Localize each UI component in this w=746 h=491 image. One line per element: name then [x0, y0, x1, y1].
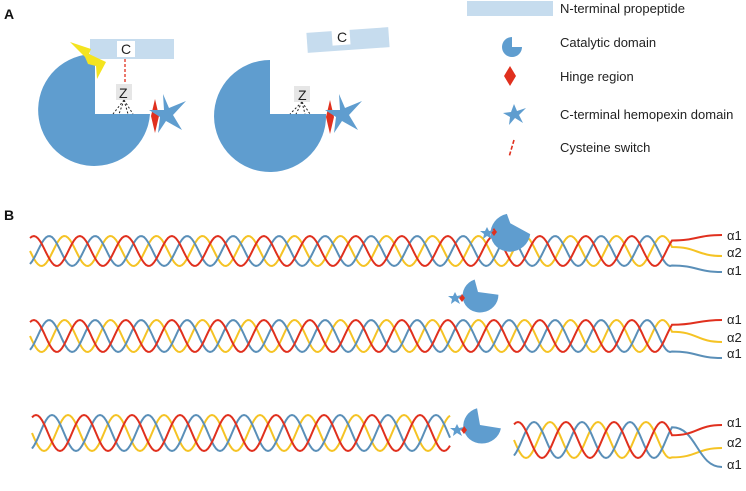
pacman-icon [502, 37, 522, 57]
yellow-strand [31, 413, 451, 453]
zinc-box [116, 84, 132, 100]
hemopexin-star [448, 292, 462, 304]
strand-label: α1 [727, 346, 742, 361]
active-mmp-diagram: Z C [214, 27, 390, 172]
star-icon [503, 104, 526, 125]
yellow-strand [29, 318, 723, 354]
collagen-helix-row-3-right [513, 420, 723, 468]
panel-b-label: B [4, 207, 14, 223]
strand-labels-row-3: α1 α2 α1 [727, 415, 742, 472]
catalytic-domain-shape [462, 279, 499, 313]
enzyme-row-2 [448, 279, 499, 313]
legend: N-terminal propeptide Catalytic domain H… [467, 1, 733, 158]
hemopexin-star [480, 227, 494, 239]
hinge-diamond [326, 100, 334, 134]
hinge-diamond [151, 99, 159, 133]
hinge-diamond [491, 228, 497, 236]
legend-label-propeptide: N-terminal propeptide [560, 1, 685, 16]
strand-label: α1 [727, 312, 742, 327]
enzyme-row-3 [450, 408, 501, 444]
lightning-icon [70, 42, 106, 79]
blue-strand [29, 319, 723, 359]
strand-label: α1 [727, 263, 742, 278]
hemopexin-star [450, 424, 464, 436]
strand-label: α2 [727, 435, 742, 450]
latent-mmp-diagram: Z C [38, 39, 186, 166]
legend-label-hemopexin: C-terminal hemopexin domain [560, 107, 733, 122]
collagen-helix-row-3-left [31, 413, 451, 453]
hemopexin-star [325, 94, 362, 133]
zinc-box [294, 86, 310, 102]
strand-labels-row-2: α1 α2 α1 [727, 312, 742, 361]
diamond-icon [504, 66, 516, 86]
strand-labels-row-1: α1 α2 α1 [727, 228, 742, 278]
legend-label-switch: Cysteine switch [560, 140, 650, 155]
red-strand [29, 318, 723, 353]
red-strand [31, 413, 451, 453]
legend-label-catalytic: Catalytic domain [560, 35, 656, 50]
blue-strand [29, 235, 723, 273]
strand-label: α1 [727, 457, 742, 472]
blue-strand [513, 420, 723, 468]
strand-label: α2 [727, 245, 742, 260]
free-propeptide-letter: C [337, 29, 347, 45]
red-strand [29, 234, 723, 267]
collagen-helix-row-2 [29, 318, 723, 359]
zinc-letter: Z [119, 85, 128, 101]
catalytic-domain-shape [463, 408, 501, 444]
hemopexin-star [149, 94, 186, 133]
zinc-letter: Z [298, 87, 307, 103]
propeptide-bar-icon [467, 1, 553, 16]
yellow-strand [29, 234, 723, 268]
dashed-line-icon [508, 139, 515, 158]
panel-a-label: A [4, 6, 14, 22]
collagen-helix-row-1 [29, 234, 723, 273]
strand-label: α1 [727, 228, 742, 243]
catalytic-domain-shape [38, 53, 150, 166]
propeptide-letter: C [121, 41, 131, 57]
catalytic-domain-shape [214, 60, 327, 172]
strand-label: α1 [727, 415, 742, 430]
red-strand [513, 420, 723, 460]
enzyme-row-1 [480, 213, 531, 252]
strand-label: α2 [727, 330, 742, 345]
catalytic-domain-shape [490, 213, 531, 252]
legend-label-hinge: Hinge region [560, 69, 634, 84]
